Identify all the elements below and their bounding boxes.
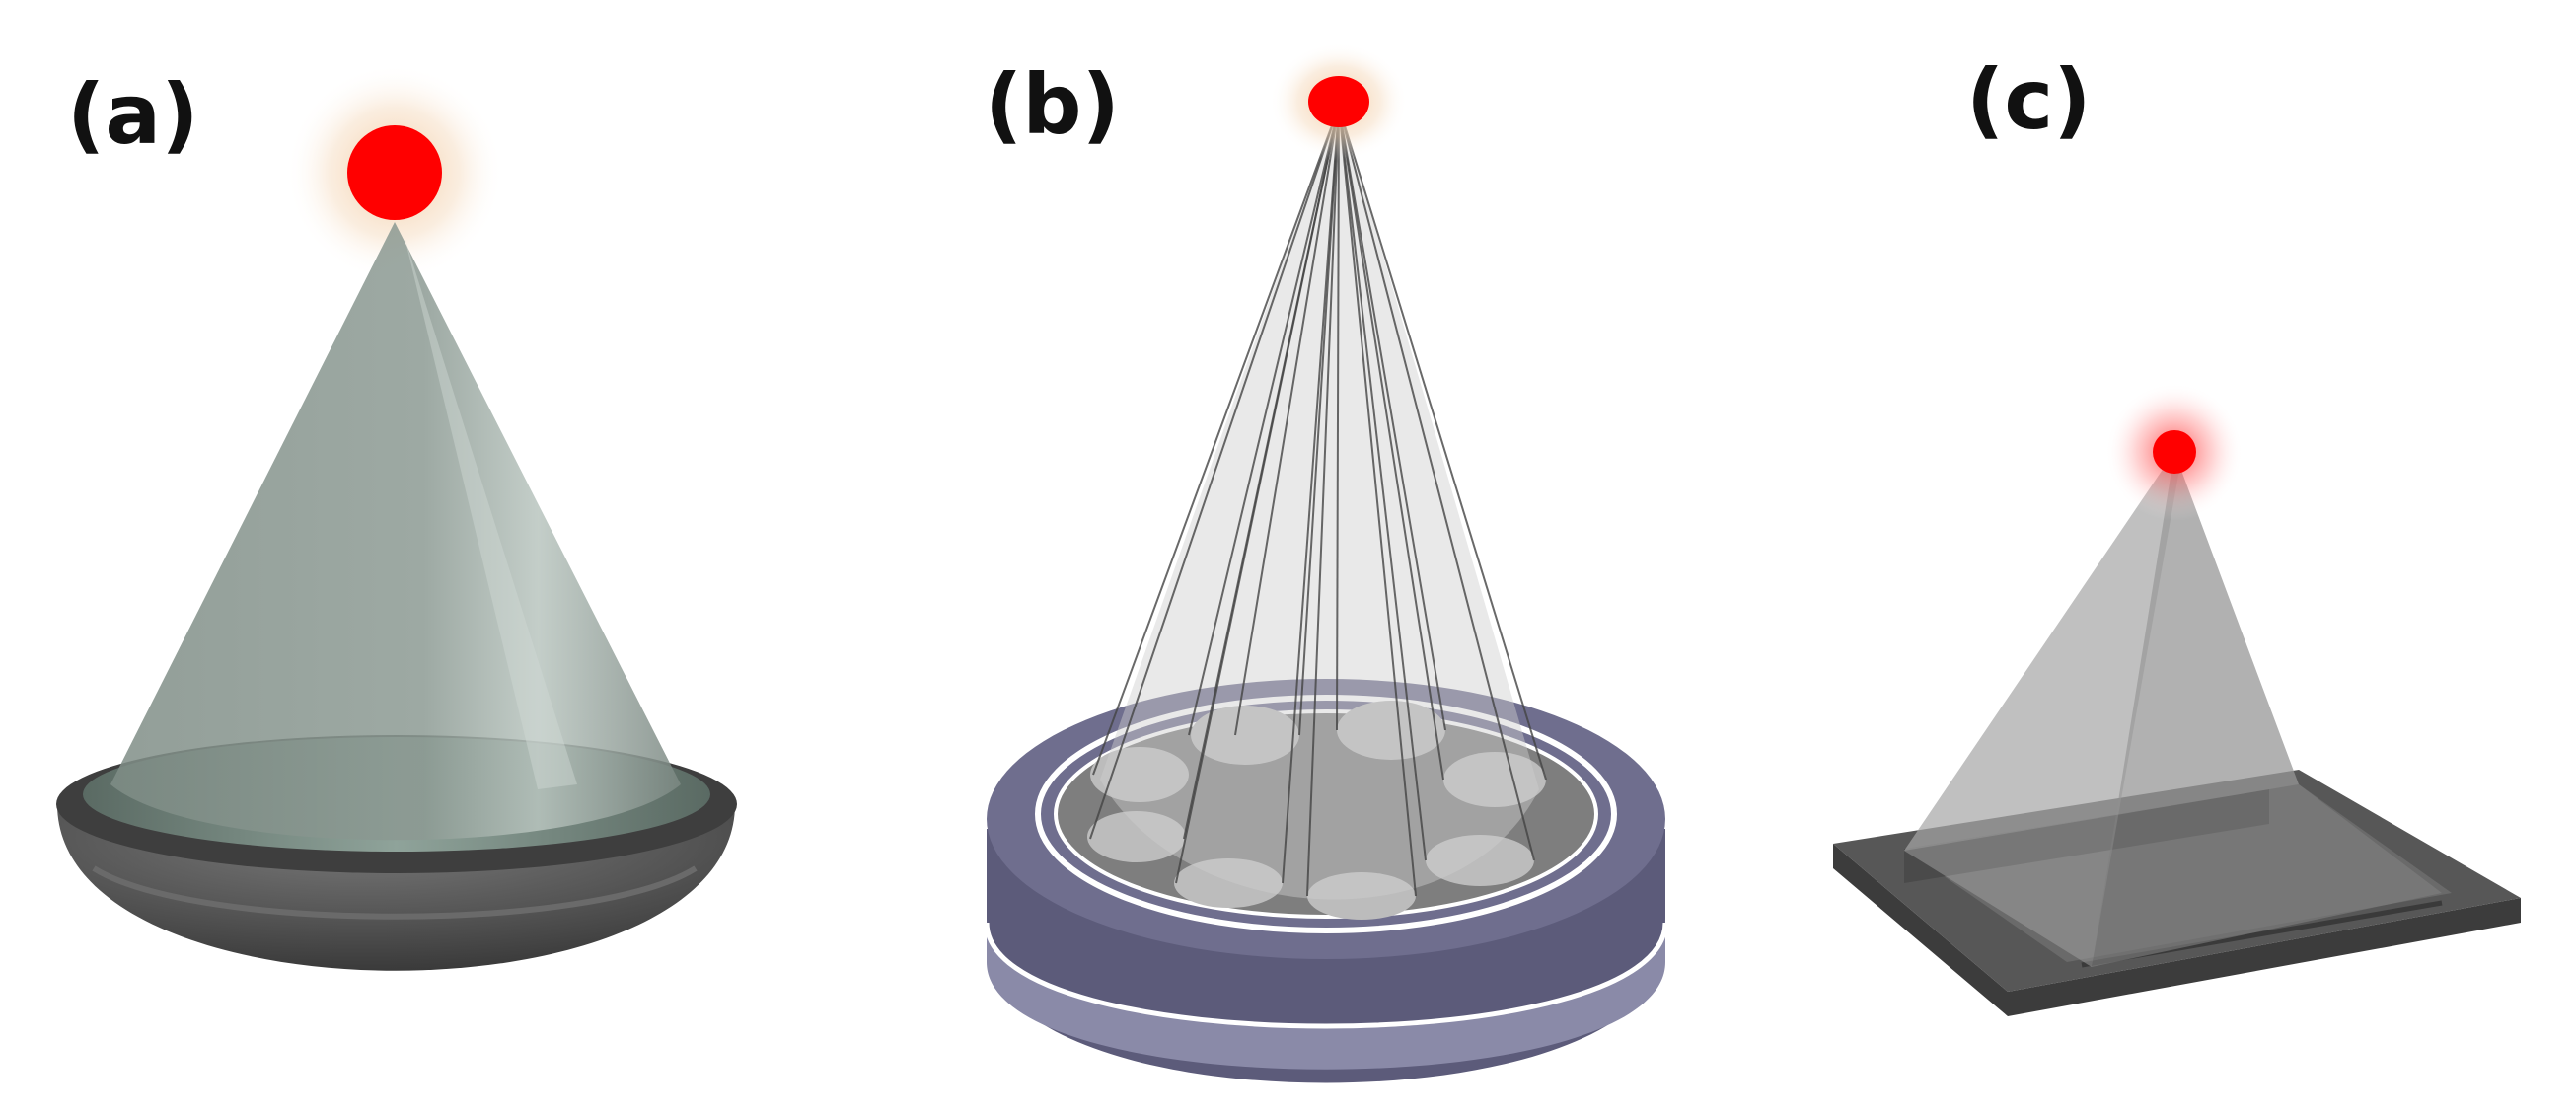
panel-c: (c)	[1833, 51, 2521, 1016]
panel-b: (b)	[984, 42, 1668, 1083]
well	[1191, 706, 1299, 765]
well	[1443, 752, 1546, 807]
well	[1174, 858, 1283, 908]
beam-line	[1338, 106, 1427, 861]
beam-pyramid-back	[1904, 452, 2299, 851]
beam-cone-a	[110, 222, 681, 841]
light-source-c	[2153, 430, 2196, 474]
disk-band	[987, 918, 1665, 1070]
beam-highlight-a	[405, 237, 577, 789]
panel-label-b: (b)	[985, 56, 1120, 153]
well	[1426, 835, 1534, 886]
beam-line	[1338, 106, 1547, 781]
panel-label-c: (c)	[1966, 51, 2092, 148]
beam-line	[1089, 106, 1340, 840]
beam-line	[1175, 106, 1340, 884]
beam-line	[1338, 106, 1444, 781]
well	[1337, 701, 1445, 760]
beam-pyramid-right	[2092, 452, 2442, 967]
beam-line	[1188, 106, 1340, 736]
disk-ring-outer	[1035, 695, 1617, 933]
beam-line	[1338, 106, 1535, 861]
well	[1307, 872, 1416, 920]
well	[1087, 811, 1186, 862]
beam-cone-b	[1100, 104, 1539, 900]
beam-line	[1306, 106, 1340, 897]
beam-line	[1338, 106, 1417, 897]
beam-line	[1336, 106, 1340, 731]
bowl-lower-band	[92, 865, 698, 920]
beam-line	[1092, 106, 1340, 776]
light-source-b	[1308, 76, 1369, 127]
wells	[1087, 701, 1546, 920]
plate-side	[1833, 844, 2521, 1016]
beam-line	[1282, 106, 1340, 884]
panel-a: (a)	[56, 64, 737, 971]
light-source-a	[347, 125, 442, 220]
panel-label-a: (a)	[67, 66, 198, 163]
beam-lines-b	[1089, 106, 1547, 897]
beam-line	[1338, 106, 1446, 731]
beam-line	[1298, 106, 1340, 736]
disk-edge-line	[984, 922, 1668, 1029]
beam-pyramid-left	[1904, 452, 2180, 967]
well	[1090, 747, 1189, 802]
beam-line	[1234, 106, 1340, 736]
